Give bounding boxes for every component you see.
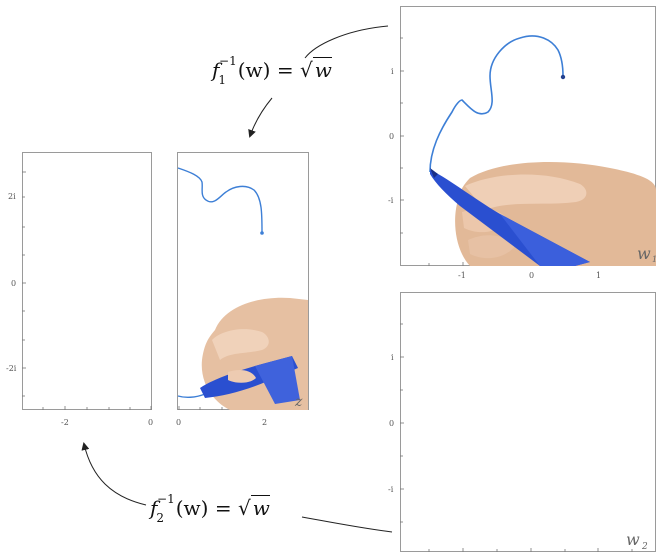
sqrt-symbol: √	[238, 496, 251, 520]
formula-arg: (w) =	[238, 58, 300, 82]
w2-plane-panel	[400, 292, 656, 552]
formula-sub: 1	[218, 73, 226, 87]
w1-plane-panel	[400, 6, 656, 266]
arrow-w1-to-z	[305, 26, 388, 58]
formula-inverse-f1: f1−1(w) = √w	[212, 58, 332, 85]
formula-inverse-f2: f2−1(w) = √w	[150, 496, 270, 523]
arrow-formula-to-z-left	[84, 444, 146, 505]
formula-arg: (w) =	[176, 496, 238, 520]
sqrt-symbol: √	[300, 58, 313, 82]
formula-sub: 2	[156, 511, 164, 525]
arrow-formula-to-z	[250, 98, 272, 136]
formula-radicand: w	[251, 495, 270, 520]
z-plane-left-panel	[22, 152, 152, 410]
arrow-w2-to-formula	[302, 517, 392, 532]
formula-sup: −1	[157, 492, 175, 506]
formula-sup: −1	[219, 54, 237, 68]
formula-radicand: w	[313, 57, 332, 82]
z-plane-right-panel	[177, 152, 309, 410]
